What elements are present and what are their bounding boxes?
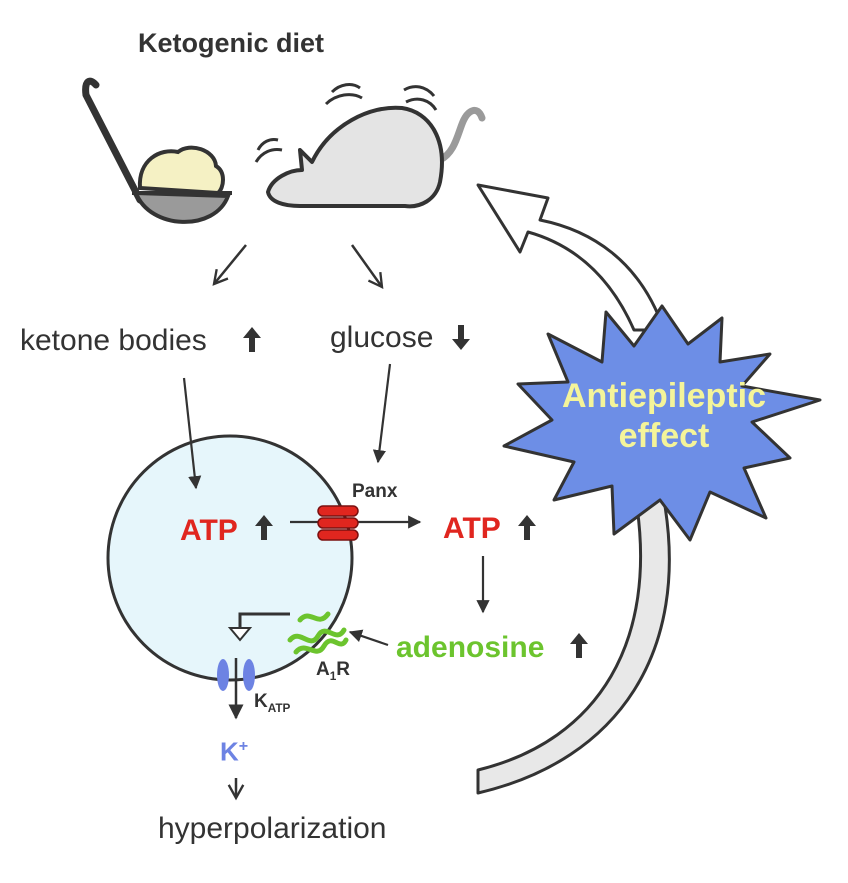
ladle-with-food-icon <box>82 77 232 224</box>
glucose-label: glucose <box>330 321 434 354</box>
astrocyte-cell <box>106 434 354 682</box>
atp-outside-label: ATP <box>443 512 501 545</box>
antiepileptic-starburst <box>502 304 822 542</box>
open-arrow-icon <box>227 627 253 642</box>
antiepileptic-effect-label: Antiepileptic effect <box>534 376 794 456</box>
ketone-bodies-label: ketone bodies <box>20 324 207 357</box>
arrow-to-glucose <box>350 244 384 289</box>
up-arrow-icon <box>243 327 261 352</box>
pannexin-channel-icon <box>317 505 359 541</box>
up-arrow-icon <box>518 515 536 540</box>
hyperpolarization-label: hyperpolarization <box>158 812 387 845</box>
diagram-title: Ketogenic diet <box>138 28 325 58</box>
katp-channel-icon <box>217 659 255 691</box>
down-arrow-icon <box>452 325 470 350</box>
panx-label: Panx <box>352 481 398 502</box>
arrow-ketone-to-atp <box>182 377 202 490</box>
katp-label: KATP <box>254 691 291 715</box>
effect-line-1: Antiepileptic <box>561 377 767 415</box>
arrow-adenosine-to-receptor <box>348 629 389 647</box>
up-arrow-icon <box>570 633 588 658</box>
mouse-icon <box>254 83 486 209</box>
adenosine-label: adenosine <box>396 631 545 664</box>
arrow-to-ketone-bodies <box>212 244 247 286</box>
a1-receptor-icon <box>287 611 349 655</box>
a1r-label: A1R <box>316 659 351 683</box>
k-plus-label: K+ <box>220 736 249 767</box>
up-arrow-icon <box>255 515 273 540</box>
arrow-glucose-to-panx <box>372 363 392 464</box>
effect-line-2: effect <box>618 417 710 455</box>
atp-inside-label: ATP <box>180 514 238 547</box>
